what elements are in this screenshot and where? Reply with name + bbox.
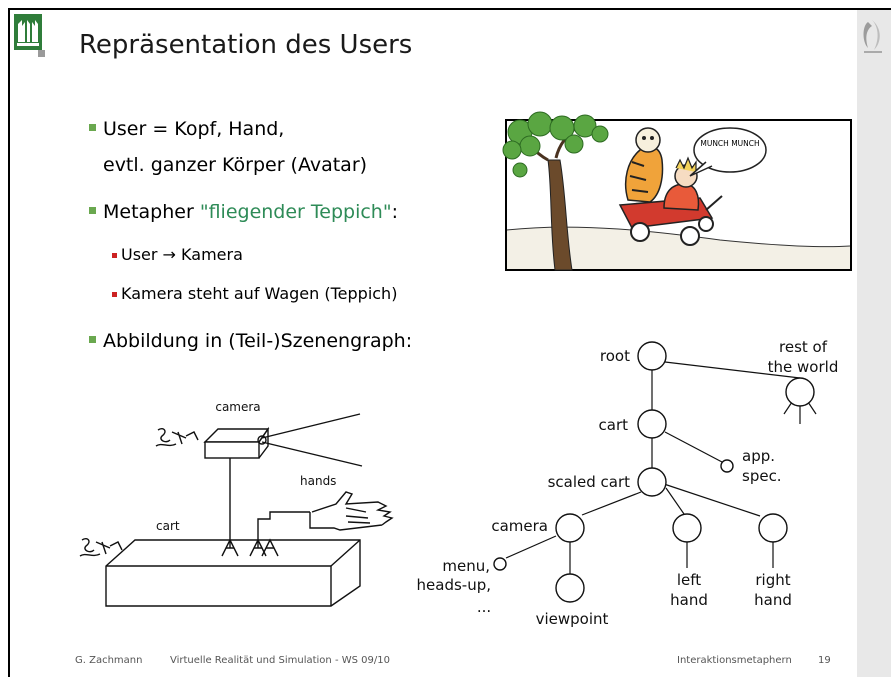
sketch-hands-label: hands: [300, 474, 336, 488]
bullet-3: Abbildung in (Teil-)Szenengraph:: [103, 330, 413, 352]
bullet-marker: [89, 207, 96, 214]
speech-bubble-text: MUNCH MUNCH: [700, 139, 759, 148]
footer-course: Virtuelle Realität und Simulation - WS 0…: [170, 655, 390, 666]
bullet-1-line-2: evtl. ganzer Körper (Avatar): [103, 154, 368, 176]
page-title: Repräsentation des Users: [79, 30, 413, 60]
node-left-hand-label-1: left: [677, 571, 701, 589]
sub-bullet-2: Kamera steht auf Wagen (Teppich): [121, 284, 398, 303]
sketch-camera-label: camera: [215, 400, 260, 414]
node-rest-label-2: the world: [768, 358, 839, 376]
node-viewpoint-label: viewpoint: [536, 610, 609, 628]
logo-square-mark: [38, 50, 45, 57]
bullet-2: Metapher "fliegender Teppich":: [103, 200, 398, 224]
node-cart-label: cart: [599, 416, 629, 434]
node-right-hand-label-2: hand: [754, 591, 792, 609]
footer-topic: Interaktionsmetaphern: [677, 655, 792, 666]
node-right-hand-label-1: right: [755, 571, 790, 589]
bullet-2-suffix: :: [391, 201, 398, 223]
node-left-hand-label-2: hand: [670, 591, 708, 609]
node-rest-label-1: rest of: [779, 338, 828, 356]
node-menu-label-1: menu,: [442, 557, 490, 575]
bullet-marker: [89, 124, 96, 131]
bullet-2-highlight: "fliegender Teppich": [199, 201, 392, 223]
university-logo-icon: [14, 14, 42, 50]
sub-bullet-marker: [112, 253, 117, 258]
frame-left-border: [8, 8, 10, 677]
sub-bullet-marker: [112, 292, 117, 297]
node-app-label-1: app.: [742, 447, 775, 465]
footer-author: G. Zachmann: [75, 655, 143, 666]
sketch-cart-label: cart: [156, 519, 180, 533]
bullet-1-line-1: User = Kopf, Hand,: [103, 118, 285, 140]
node-menu-label-2: heads-up,: [417, 576, 491, 594]
footer-page-number: 19: [818, 655, 831, 666]
corner-logo-icon: [863, 20, 882, 53]
node-app-label-2: spec.: [742, 467, 782, 485]
bullet-marker: [89, 336, 96, 343]
frame-top-border: [8, 8, 891, 10]
sub-bullet-1: User → Kamera: [121, 245, 243, 264]
bullet-2-prefix: Metapher: [103, 201, 200, 223]
node-scaled-cart-label: scaled cart: [548, 473, 631, 491]
node-camera-label: camera: [491, 517, 548, 535]
node-menu-label-3: ...: [477, 598, 491, 616]
right-sidebar-strip: [857, 10, 891, 677]
node-root-label: root: [600, 347, 630, 365]
